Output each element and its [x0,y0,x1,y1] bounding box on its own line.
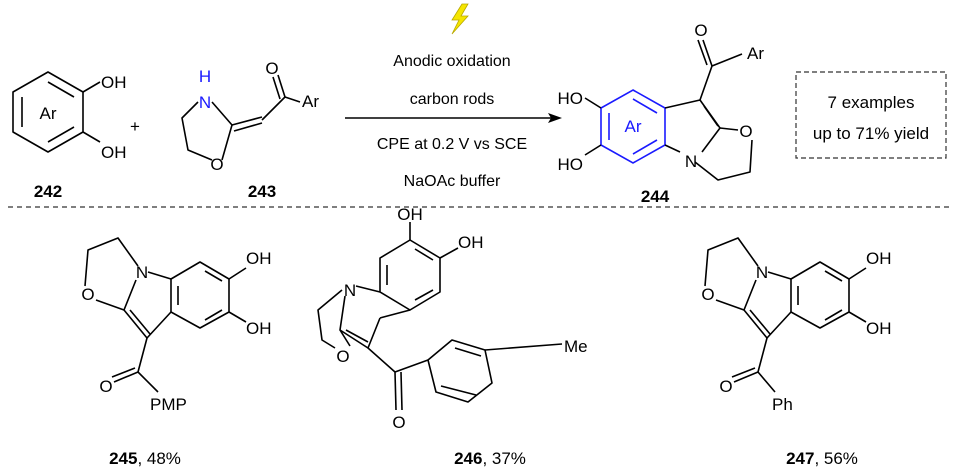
oh-label: OH [246,319,272,338]
summary-box: 7 examples up to 71% yield [795,71,947,159]
compound-245: N O O PMP OH OH 245, 48% [81,237,272,468]
compound-number: 242 [34,182,62,201]
nitrogen-label: N [344,281,356,300]
lightning-bolt-icon [451,3,469,35]
compound-label: 246, 37% [454,449,526,468]
compound-number: 244 [641,187,670,206]
compound-247: N O O Ph OH OH 247, 56% [701,237,892,468]
methyl-label: Me [564,337,588,356]
ar-label: Ar [40,104,57,123]
phenyl-label: Ph [772,395,793,414]
condition-text: CPE at 0.2 V vs SCE [377,136,527,153]
oxygen-label: O [739,122,752,141]
oh-label: OH [101,143,127,162]
reaction-arrow [345,113,562,123]
oxygen-label: O [81,285,94,304]
oxygen-label: O [694,21,707,40]
nitrogen-label: N [136,263,148,282]
condition-text: carbon rods [410,91,495,108]
compound-number: 243 [248,182,276,201]
oxygen-label: O [99,377,112,396]
ar-label: Ar [625,117,642,136]
examples-count: 7 examples [828,93,915,112]
nitrogen-label: N [756,263,768,282]
compound-label: 247, 56% [786,449,858,468]
oxygen-label: O [719,377,732,396]
max-yield: up to 71% yield [813,124,929,143]
hydrogen-label: H [199,67,211,86]
oxygen-label: O [392,413,405,432]
oh-label: OH [458,233,484,252]
nitrogen-label: N [685,152,697,171]
compound-246: N O O Me OH OH 246, 37% [317,205,588,468]
oh-label: OH [866,319,892,338]
oh-label: OH [866,249,892,268]
ho-label: HO [558,89,584,108]
ho-label: HO [558,155,584,174]
ar-label: Ar [747,44,764,63]
compound-244: Ar HO HO N O O Ar 244 [558,21,765,206]
compound-label: 245, 48% [109,449,181,468]
ar-label: Ar [302,92,319,111]
pmp-label: PMP [150,395,187,414]
oxygen-label: O [336,347,349,366]
oh-label: OH [101,73,127,92]
oh-label: OH [397,205,423,224]
compound-242: Ar OH OH 242 [12,71,127,201]
plus-sign: + [130,117,140,136]
condition-text: Anodic oxidation [393,53,510,70]
nitrogen-label: N [199,93,211,112]
oxygen-label: O [701,285,714,304]
compound-243: N H O O Ar 243 [181,59,319,201]
oxygen-label: O [210,155,223,174]
oh-label: OH [246,249,272,268]
condition-text: NaOAc buffer [404,173,501,190]
oxygen-label: O [265,59,278,78]
